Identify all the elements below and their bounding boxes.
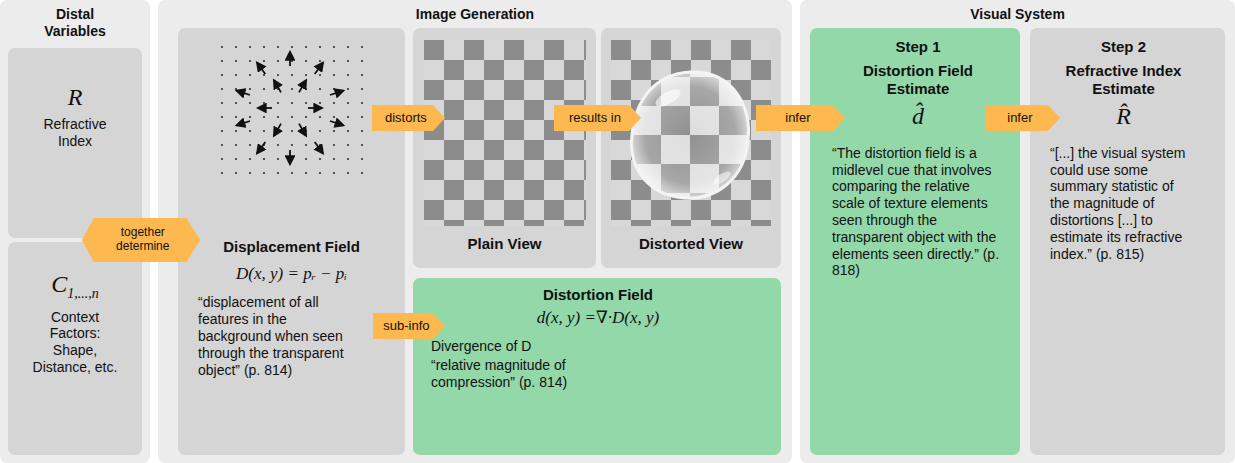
box-text: Distortion Field Estimate bbox=[863, 62, 973, 97]
box-text: D(x, y) = pᵣ − pᵢ bbox=[236, 264, 347, 283]
step-box-fill bbox=[1030, 28, 1225, 455]
field-box: Distortion Field d(x, y) =∇·D(x, y) Diverg… bbox=[413, 278, 781, 455]
text-line: d(x, y) =∇·D(x, y) bbox=[537, 308, 659, 328]
text-line: Distortion Field Estimate bbox=[843, 62, 993, 98]
text-line: “displacement of all features in the bac… bbox=[198, 294, 385, 378]
view-box: Distorted View bbox=[601, 28, 781, 268]
text-line: Image Generation bbox=[416, 6, 534, 23]
edge-label: results in bbox=[556, 105, 634, 131]
text-line: d̂ bbox=[912, 102, 924, 131]
box-text: “relative magnitude of compression” (p. … bbox=[431, 357, 567, 390]
displacement-field-figure bbox=[215, 40, 369, 180]
box-text: R̂ bbox=[1116, 103, 1131, 129]
text-line: Visual System bbox=[970, 6, 1065, 23]
box-text: Context Factors: Shape, Distance, etc. bbox=[33, 309, 118, 375]
panel: R Refractive IndexC1,...,nContext Factors… bbox=[0, 0, 150, 463]
box-heading: Distortion Field bbox=[543, 286, 653, 303]
text-line: R̂ bbox=[1116, 102, 1131, 131]
text-line: Step 2 bbox=[1101, 38, 1146, 56]
box-text: “The distortion field is a midlevel cue … bbox=[832, 145, 999, 279]
block-arrow bbox=[554, 105, 641, 131]
block-arrow bbox=[82, 218, 200, 262]
text-line: Displacement Field bbox=[223, 238, 360, 256]
field-box: Displacement FieldD(x, y) = pᵣ − pᵢ “disp… bbox=[178, 28, 405, 455]
text-line: Context Factors: Shape, Distance, etc. bbox=[28, 309, 123, 376]
block-arrow bbox=[985, 105, 1060, 131]
box-heading: C bbox=[51, 271, 67, 297]
text-line: Distorted View bbox=[639, 235, 743, 253]
box-text: 1,...,n bbox=[67, 286, 99, 301]
field-box-fill bbox=[413, 278, 781, 455]
box-text: d̂ bbox=[912, 103, 924, 129]
box-heading: Displacement Field bbox=[223, 238, 360, 255]
step-box: Step 1 Distortion Field Estimate d̂ “The di… bbox=[810, 28, 1020, 455]
variable-box-fill bbox=[8, 48, 142, 238]
edge-label: infer bbox=[758, 105, 838, 131]
block-arrow bbox=[756, 105, 845, 131]
edge-label: together determine bbox=[94, 218, 192, 262]
text-line: Step 1 bbox=[895, 38, 940, 56]
box-heading: Visual System bbox=[970, 6, 1065, 22]
panel-fill bbox=[800, 0, 1235, 463]
view-box-fill bbox=[413, 28, 596, 268]
edge-label: distorts bbox=[374, 105, 438, 131]
panel-fill bbox=[0, 0, 150, 463]
step-box: Step 2 Refractive Index EstimateR̂ “[...] … bbox=[1030, 28, 1225, 455]
distorted-checkerboard bbox=[611, 40, 771, 226]
text-line: “The distortion field is a midlevel cue … bbox=[832, 145, 1004, 279]
box-heading: Distorted View bbox=[639, 235, 743, 252]
view-box-fill bbox=[601, 28, 781, 268]
text-line: R bbox=[68, 83, 83, 112]
text-line: Refractive Index bbox=[30, 116, 120, 150]
box-text: “displacement of all features in the bac… bbox=[198, 294, 344, 377]
text-line: “relative magnitude of compression” (p. … bbox=[431, 357, 765, 391]
view-box: Plain View bbox=[413, 28, 596, 268]
panel: Displacement FieldD(x, y) = pᵣ − pᵢ “disp… bbox=[158, 0, 792, 463]
panel-fill bbox=[158, 0, 792, 463]
box-text: Refractive Index bbox=[43, 116, 106, 149]
variable-box-fill bbox=[8, 242, 142, 455]
text-line: Distortion Field bbox=[543, 286, 653, 304]
text-line: D(x, y) = pᵣ − pᵢ bbox=[236, 264, 347, 284]
text-line: “[...] the visual system could use some … bbox=[1050, 145, 1197, 263]
panel: Step 1 Distortion Field Estimate d̂ “The di… bbox=[800, 0, 1235, 463]
block-arrow bbox=[82, 218, 200, 262]
box-text: “[...] the visual system could use some … bbox=[1050, 145, 1185, 262]
edge-label: infer bbox=[987, 105, 1053, 131]
text-line: Divergence of D bbox=[431, 338, 765, 355]
block-arrow bbox=[372, 105, 445, 131]
field-box-fill bbox=[178, 28, 405, 455]
step-box-fill bbox=[810, 28, 1020, 455]
text-line: Refractive Index Estimate bbox=[1054, 62, 1194, 98]
box-heading: Step 2 bbox=[1101, 38, 1146, 55]
text-line: Plain View bbox=[468, 235, 542, 253]
text-line: C1,...,n bbox=[51, 270, 99, 303]
variable-box: C1,...,nContext Factors: Shape, Distance… bbox=[8, 242, 142, 455]
box-heading: Distal Variables bbox=[44, 6, 106, 39]
box-text: Refractive Index Estimate bbox=[1066, 62, 1182, 97]
plain-checkerboard bbox=[424, 40, 586, 226]
text-line: Distal Variables bbox=[27, 6, 123, 40]
box-heading: Step 1 bbox=[895, 38, 940, 55]
box-heading: Image Generation bbox=[416, 6, 534, 22]
box-heading: Plain View bbox=[468, 235, 542, 252]
block-arrow bbox=[373, 313, 445, 339]
box-text: Divergence of D bbox=[431, 338, 531, 354]
edge-label: sub-info bbox=[375, 313, 438, 339]
box-text: d(x, y) =∇·D(x, y) bbox=[537, 308, 659, 327]
box-heading: R bbox=[68, 84, 83, 110]
variable-box: R Refractive Index bbox=[8, 48, 142, 238]
